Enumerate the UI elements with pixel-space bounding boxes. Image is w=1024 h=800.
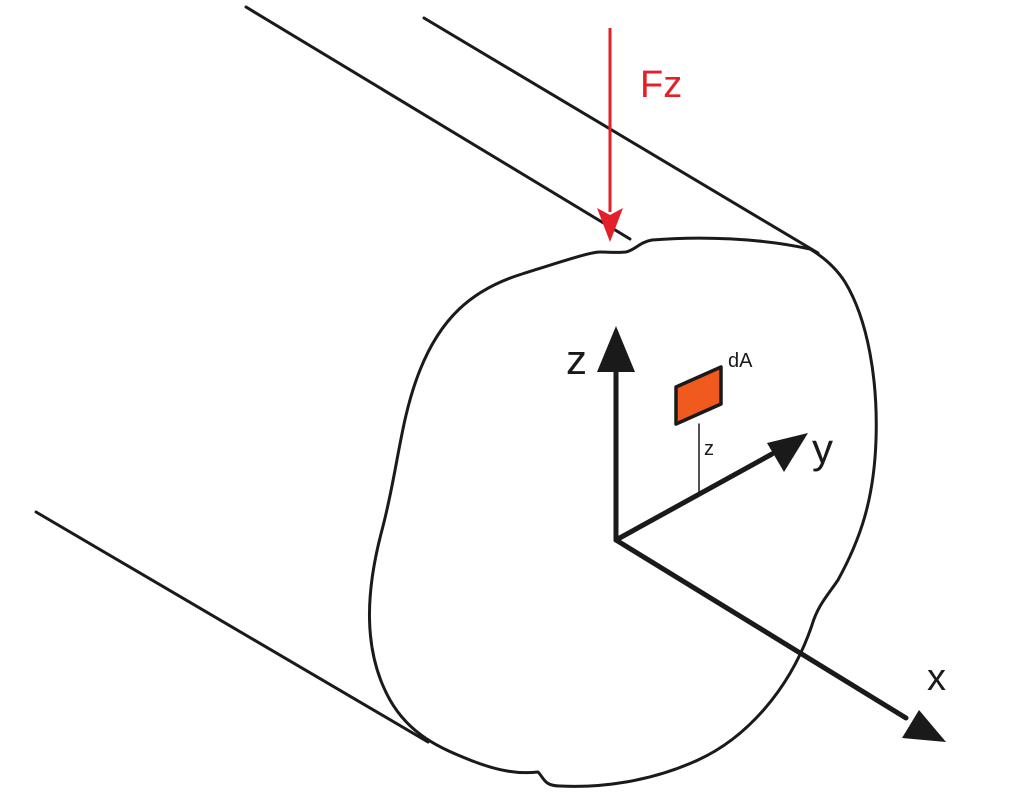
- force-arrowhead: [597, 208, 623, 242]
- y-axis-label: y: [812, 425, 833, 472]
- x-axis-line: [613, 537, 909, 721]
- distance-label: z: [704, 438, 714, 460]
- y-axis-arrowhead: [767, 433, 808, 472]
- beam-bottom-edge: [34, 510, 430, 744]
- area-element: [674, 365, 723, 426]
- x-axis-arrowhead: [902, 710, 946, 742]
- z-axis-arrowhead: [597, 326, 635, 372]
- beam-edges: [34, 5, 820, 744]
- force-arrow: [597, 28, 623, 242]
- area-element-label: dA: [728, 350, 753, 372]
- coordinate-axes: [597, 326, 946, 742]
- beam-top-left-edge: [244, 5, 632, 241]
- force-label: Fz: [640, 64, 682, 106]
- cross-section-outline: [368, 236, 878, 788]
- x-axis-label: x: [927, 657, 946, 699]
- y-axis-line: [613, 451, 775, 543]
- beam-top-right-edge: [422, 16, 820, 255]
- z-axis-label: z: [566, 336, 587, 383]
